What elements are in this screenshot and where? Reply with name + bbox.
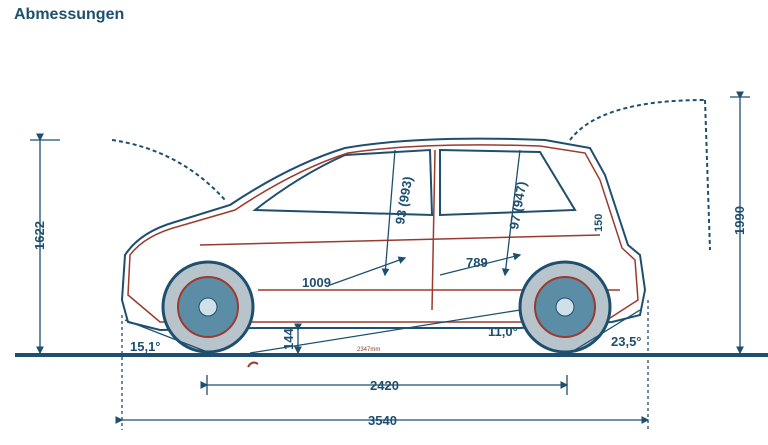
rear-dim-label: 150 — [593, 214, 605, 232]
front-headroom-label: 93 (993) — [392, 175, 415, 225]
front-wheel — [161, 260, 255, 354]
car-body — [111, 99, 711, 332]
ramp-angle-label: 11,0° — [488, 324, 518, 339]
length-label: 3540 — [368, 413, 397, 428]
rear-wheel — [518, 260, 612, 354]
rear-headroom-label: 97 (947) — [506, 180, 529, 230]
height-open-label: 1990 — [732, 206, 747, 235]
height-label: 1622 — [32, 221, 47, 250]
page-title: Abmessungen — [14, 6, 125, 23]
ground-clearance-label: 144 — [281, 328, 296, 350]
rear-legroom-label: 789 — [466, 255, 488, 270]
inner-length-label: 2347mm — [357, 347, 380, 353]
front-legroom-label: 1009 — [302, 275, 331, 290]
approach-angle-label: 15,1° — [130, 339, 161, 354]
wheelbase-label: 2420 — [370, 378, 399, 393]
departure-angle-label: 23,5° — [611, 334, 642, 349]
